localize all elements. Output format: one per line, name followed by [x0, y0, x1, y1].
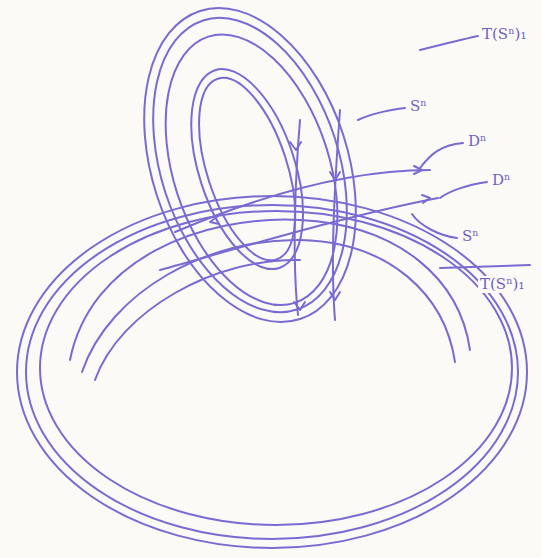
math-label: T(Sⁿ)₁	[480, 26, 529, 43]
math-label: T(Sⁿ)₁	[478, 276, 527, 293]
math-label: Sⁿ	[408, 98, 429, 115]
math-label: Sⁿ	[460, 228, 481, 245]
math-label: Dⁿ	[466, 133, 489, 150]
math-label: Dⁿ	[490, 172, 513, 189]
